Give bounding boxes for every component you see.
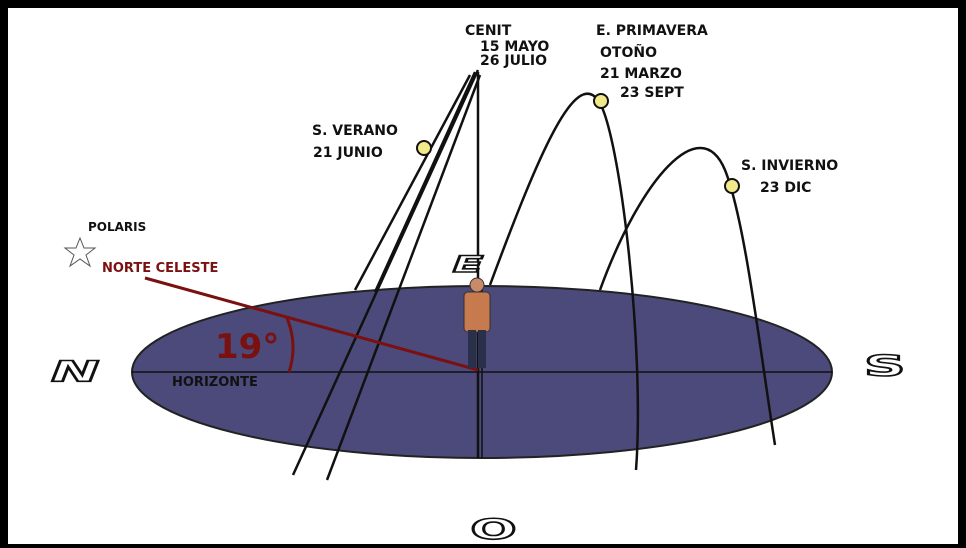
summer-label-1: S. VERANO xyxy=(312,123,398,139)
east-cardinal: E xyxy=(453,252,484,278)
sun-path-summer-b xyxy=(353,74,472,291)
summer-label-2: 21 JUNIO xyxy=(313,145,383,161)
equinox-label-3: 21 MARZO xyxy=(600,66,682,82)
west-cardinal: O xyxy=(470,514,516,546)
winter-label-2: 23 DIC xyxy=(760,180,811,196)
angle-arc xyxy=(285,317,295,373)
sun-path-summer-c xyxy=(373,71,477,293)
observer-person xyxy=(463,277,491,368)
north-celestial-label: NORTE CELESTE xyxy=(102,261,218,276)
horizon-label: HORIZONTE xyxy=(172,375,258,390)
south-cardinal: S xyxy=(864,349,905,383)
cenit-date-1: 15 MAYO xyxy=(480,39,549,55)
equinox-label-2: OTOÑO xyxy=(600,44,657,61)
sun-winter xyxy=(724,178,740,194)
equinox-label-1: E. PRIMAVERA xyxy=(596,23,708,39)
winter-label-1: S. INVIERNO xyxy=(741,158,838,174)
sun-equinox xyxy=(593,93,609,109)
polaris-label: POLARIS xyxy=(88,220,146,234)
angle-label: 19° xyxy=(215,327,279,367)
sun-path-winter xyxy=(598,146,777,446)
north-cardinal: N xyxy=(51,355,99,389)
cenit-label: CENIT xyxy=(465,23,512,39)
sun-summer xyxy=(416,140,432,156)
equinox-label-4: 23 SEPT xyxy=(620,85,684,101)
cenit-date-2: 26 JULIO xyxy=(480,53,547,69)
sun-path-summer-a xyxy=(291,69,480,476)
celestial-north-line xyxy=(144,276,479,372)
polaris-star-icon xyxy=(63,236,97,268)
sun-path-cenit-a xyxy=(325,74,482,481)
